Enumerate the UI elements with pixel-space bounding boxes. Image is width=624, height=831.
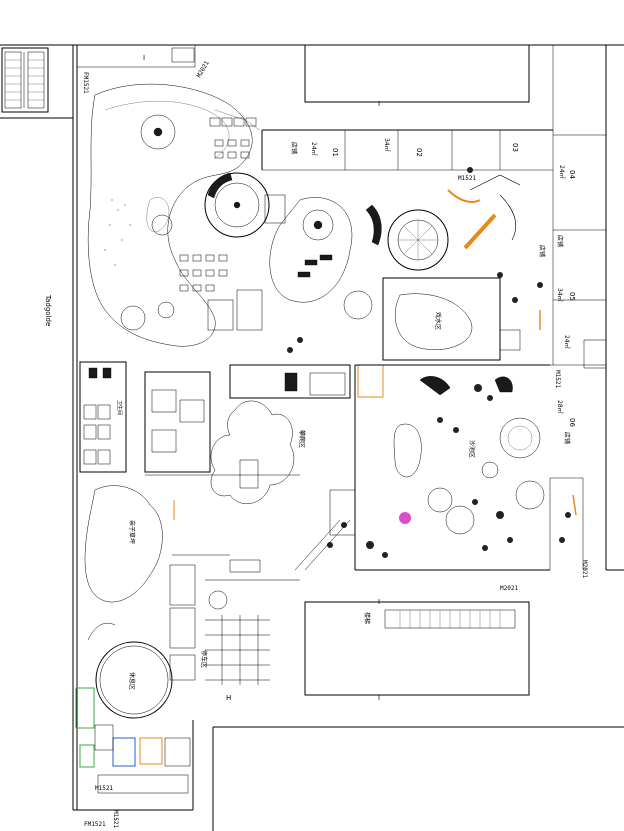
door-tag-m1521-lower: M1521: [95, 785, 113, 792]
door-tag-fm1521-top: FM1521: [82, 72, 89, 94]
area-05b: 24㎡: [563, 335, 571, 349]
service-rooms-lower-left: M1521 FM1521 M1521: [75, 564, 196, 828]
unit-01: 01: [331, 148, 339, 157]
unit-03: 03: [511, 143, 519, 152]
seating-tables: [179, 139, 250, 292]
store-column-right: 04 24㎡ 05 34㎡ 24㎡ 06 28㎡ 店铺 M1521: [549, 135, 607, 570]
area-01: 24㎡: [310, 142, 318, 156]
play-circle-upper: [269, 197, 449, 320]
room-sand-area: 沙池区: [468, 440, 476, 458]
room-rest: 休息区: [128, 672, 136, 690]
area-02: 34㎡: [383, 138, 391, 152]
room-restroom: 卫生间: [116, 400, 123, 415]
unit-06: 06: [568, 418, 576, 427]
slide-orange: M1521: [447, 174, 521, 250]
door-tag-m2021-bottom: M2021: [500, 585, 518, 592]
area-06: 28㎡: [556, 400, 564, 414]
unit-04: 04: [568, 170, 576, 179]
store-label-c: 店铺: [556, 235, 564, 247]
tag-i-upper: I: [378, 100, 380, 108]
parking-grid: 停车区 H: [200, 590, 270, 702]
water-zone: 戏水区: [382, 277, 521, 361]
tag-i-bottom: I: [378, 694, 380, 702]
central-wheel-area: [204, 172, 286, 331]
store-label-b: 店铺: [538, 245, 546, 257]
door-tag-m1521-right: M1521: [554, 370, 561, 388]
lawn-area: 亲子草坪 休息区: [84, 485, 173, 719]
tag-h-lower: H: [226, 694, 231, 702]
store-label-a: 店铺: [290, 142, 298, 154]
door-tag-m2021-top: M2021: [196, 60, 211, 79]
staircase-block: [1, 47, 49, 113]
climb-cloud: 攀爬区: [210, 400, 306, 504]
restroom-block: 卫生间: [79, 361, 127, 473]
door-tag-fm1521-bottom: FM1521: [84, 821, 106, 828]
room-water-play: 戏水区: [434, 312, 442, 330]
trees: [287, 167, 571, 558]
area-04: 24㎡: [558, 165, 566, 179]
tag-i-lower: I: [378, 598, 380, 606]
corridor-lines: [172, 489, 356, 581]
garden-zone: 沙池区: [354, 364, 550, 571]
room-climb: 攀爬区: [298, 430, 306, 448]
unit-05: 05: [568, 292, 576, 301]
orange-markers: [173, 310, 577, 520]
room-parking: 停车区: [200, 650, 208, 668]
door-tag-m2021-right: M2021: [581, 560, 588, 578]
playground-top-left: [87, 83, 261, 347]
lower-room-escalator: I I 楼梯: [304, 598, 530, 702]
store-row-top: 01 02 03 24㎡ 34㎡ 店铺: [261, 129, 553, 171]
unit-02: 02: [415, 148, 423, 157]
compass-label: Tadgolde: [44, 294, 52, 326]
area-05: 34㎡: [556, 288, 564, 302]
middle-left-rooms: [144, 364, 384, 476]
room-stairs: 楼梯: [363, 612, 371, 624]
top-room-blocks: I I: [76, 44, 530, 108]
room-lawn: 亲子草坪: [128, 520, 136, 544]
door-tag-m1521-mid: M1521: [458, 175, 476, 182]
store-label-d: 店铺: [563, 432, 571, 444]
door-tag-m1521-bottom2: M1521: [112, 810, 119, 828]
tag-i-top: I: [143, 54, 145, 62]
